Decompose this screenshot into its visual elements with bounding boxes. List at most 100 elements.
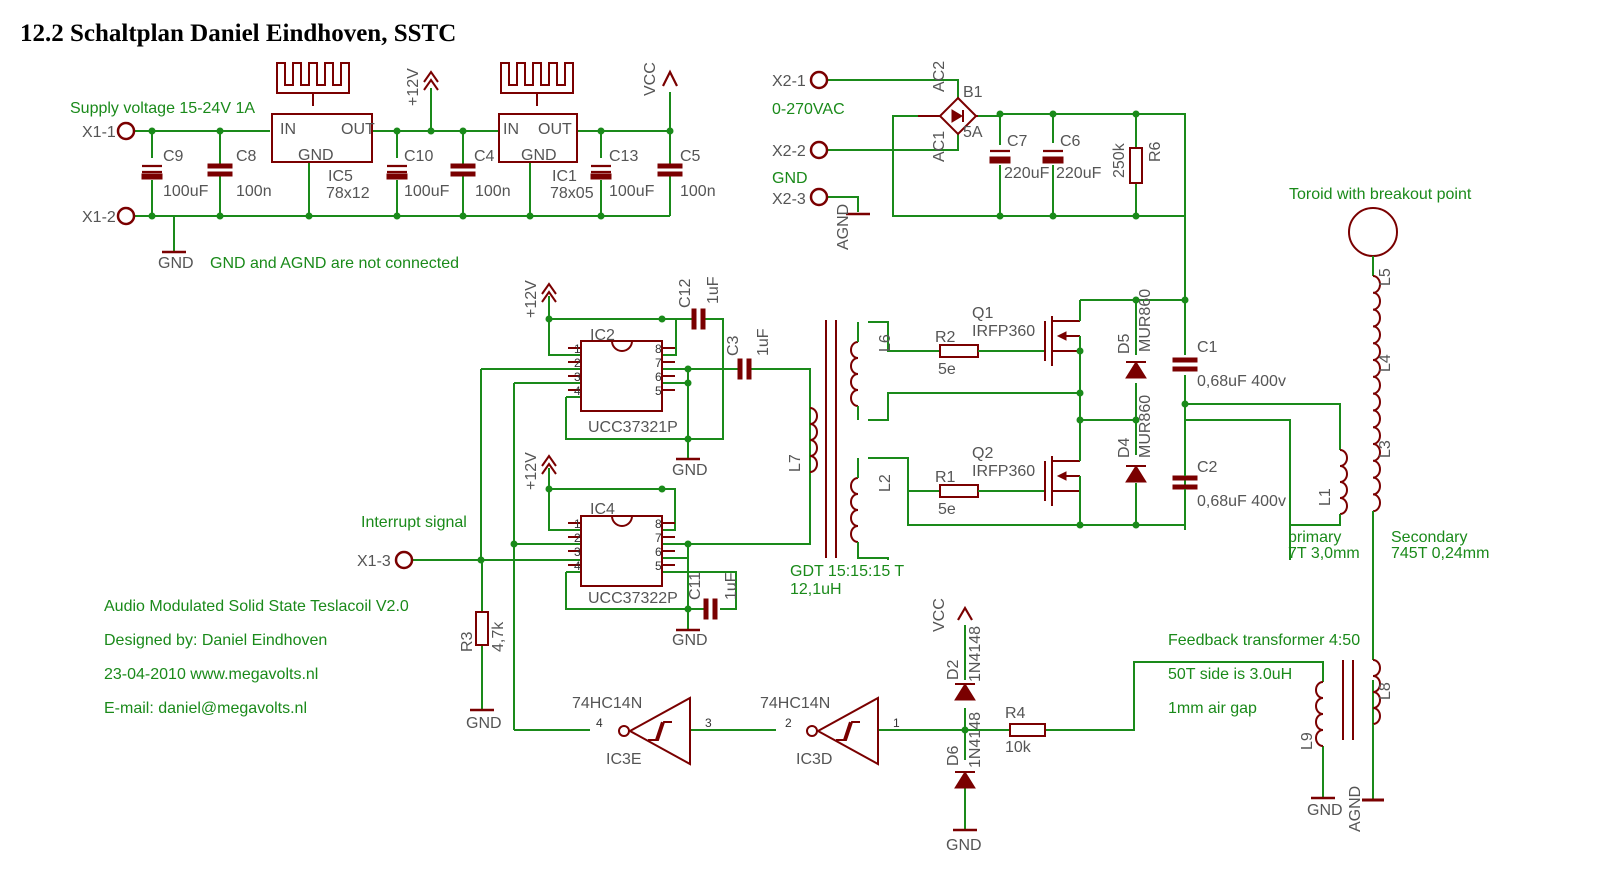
coil-l2	[850, 477, 859, 543]
coil-l8	[1372, 659, 1381, 725]
label-ic1-out: OUT	[538, 121, 572, 138]
label-ic2: IC2	[590, 327, 615, 344]
label-r1v: 5e	[938, 501, 956, 518]
mosfet-q2	[1044, 456, 1080, 506]
gate-driver-section: 1 2 3 4 8 7 6 5 1 2 3 4 8 7 6 5 IC2 UCC3…	[357, 276, 1136, 730]
label-ic5: IC5	[328, 168, 353, 185]
label-c11v: 1uF	[723, 572, 740, 600]
diode-d6	[954, 771, 976, 789]
label-d2v: 1N4148	[967, 626, 984, 682]
gdt-note-1: GDT 15:15:15 T	[790, 563, 904, 580]
label-ac1: AC1	[931, 131, 948, 162]
pad-x2-1	[809, 70, 829, 90]
capacitor-c12	[691, 308, 706, 330]
pad-x1-3	[394, 550, 414, 570]
label-ic1-gnd: GND	[521, 147, 557, 164]
resistor-r1	[939, 484, 979, 498]
label-q2v: IRFP360	[972, 463, 1035, 480]
label-r6v: 250k	[1111, 142, 1128, 178]
resistor-r3	[475, 611, 489, 646]
pin-ic2-3: 3	[574, 370, 581, 384]
label-ic4: IC4	[590, 501, 615, 518]
label-c4: C4	[474, 148, 495, 165]
label-ic1-in: IN	[503, 121, 519, 138]
pin-ic2-6: 6	[655, 370, 662, 384]
inverter-ic3e	[618, 696, 691, 766]
capacitor-c11	[703, 598, 718, 620]
credits-block: Audio Modulated Solid State Teslacoil V2…	[104, 598, 409, 717]
inverter-ic3d	[806, 696, 879, 766]
label-c5: C5	[680, 148, 701, 165]
pin-ic4-8: 8	[655, 517, 662, 531]
pad-x2-3	[809, 187, 829, 207]
pin-ic4-6: 6	[655, 545, 662, 559]
label-c3: C3	[725, 335, 742, 356]
diode-d2	[954, 683, 976, 701]
pin-ic4-4: 4	[574, 559, 581, 573]
label-d6v: 1N4148	[967, 712, 984, 768]
capacitor-c5	[657, 163, 683, 177]
label-c8: C8	[236, 148, 257, 165]
supply-note: Supply voltage 15-24V 1A	[70, 100, 255, 117]
pin-ic3e-3: 3	[705, 716, 712, 730]
pin-ic2-4: 4	[574, 384, 581, 398]
label-c4v: 100n	[475, 183, 511, 200]
label-r4: R4	[1005, 705, 1026, 722]
feedback-note-1: Feedback transformer 4:50	[1168, 632, 1360, 649]
label-c13: C13	[609, 148, 638, 165]
bridge-rectifier-b1	[918, 96, 978, 136]
secondary-note-2: 745T 0,24mm	[1391, 545, 1489, 562]
tesla-coil-section: Toroid with breakout point L5 L4 L3 L1 L…	[1288, 186, 1489, 832]
label-c11: C11	[687, 572, 704, 600]
label-c9v: 100uF	[163, 183, 209, 200]
label-c5v: 100n	[680, 183, 716, 200]
credit-line-4: E-mail: daniel@megavolts.nl	[104, 700, 307, 717]
label-ic1: IC1	[552, 168, 577, 185]
capacitor-c3	[737, 358, 752, 380]
label-x2-3: X2-3	[772, 191, 806, 208]
pin-ic2-8: 8	[655, 342, 662, 356]
label-c12: C12	[677, 279, 694, 308]
label-ac2: AC2	[931, 61, 948, 92]
label-gnd-r3: GND	[466, 715, 502, 732]
label-plus12v-ic4: +12V	[523, 452, 540, 490]
label-ic5-in: IN	[280, 121, 296, 138]
toroid	[1348, 207, 1398, 257]
label-l7: L7	[787, 454, 804, 472]
label-q1v: IRFP360	[972, 323, 1035, 340]
label-ic5v: 78x12	[326, 185, 370, 202]
label-c7: C7	[1007, 133, 1028, 150]
feedback-note-3: 1mm air gap	[1168, 700, 1257, 717]
label-c1: C1	[1197, 339, 1218, 356]
label-gnd-diodes: GND	[946, 837, 982, 854]
pin-ic3d-1: 1	[893, 716, 900, 730]
capacitor-c8	[207, 163, 233, 177]
label-l4: L4	[1377, 354, 1394, 372]
coil-l9	[1315, 681, 1324, 747]
credit-line-3: 23-04-2010 www.megavolts.nl	[104, 666, 318, 683]
credit-line-2: Designed by: Daniel Eindhoven	[104, 632, 327, 649]
label-q1: Q1	[972, 305, 993, 322]
label-ic3d: IC3D	[796, 751, 832, 768]
label-x2-2: X2-2	[772, 143, 806, 160]
capacitor-c10	[386, 164, 408, 180]
pad-x1-2	[116, 206, 136, 226]
label-c1v: 0,68uF 400v	[1197, 373, 1286, 390]
label-q2: Q2	[972, 445, 993, 462]
pin-ic2-5: 5	[655, 384, 662, 398]
diode-d4	[1125, 465, 1147, 483]
label-ic3d-type: 74HC14N	[760, 695, 830, 712]
label-r2v: 5e	[938, 361, 956, 378]
gnd-net-note: GND	[772, 170, 808, 187]
pin-ic2-7: 7	[655, 356, 662, 370]
label-agnd-coil: AGND	[1347, 786, 1364, 832]
label-r4v: 10k	[1005, 739, 1032, 756]
label-r2: R2	[935, 329, 956, 346]
resistor-r2	[939, 344, 979, 358]
label-x1-1: X1-1	[82, 124, 116, 141]
pin-ic4-2: 2	[574, 531, 581, 545]
label-l5: L5	[1377, 268, 1394, 286]
regulator-ic5	[271, 113, 373, 163]
gdt-note-2: 12,1uH	[790, 581, 842, 598]
label-r6: R6	[1147, 141, 1164, 162]
